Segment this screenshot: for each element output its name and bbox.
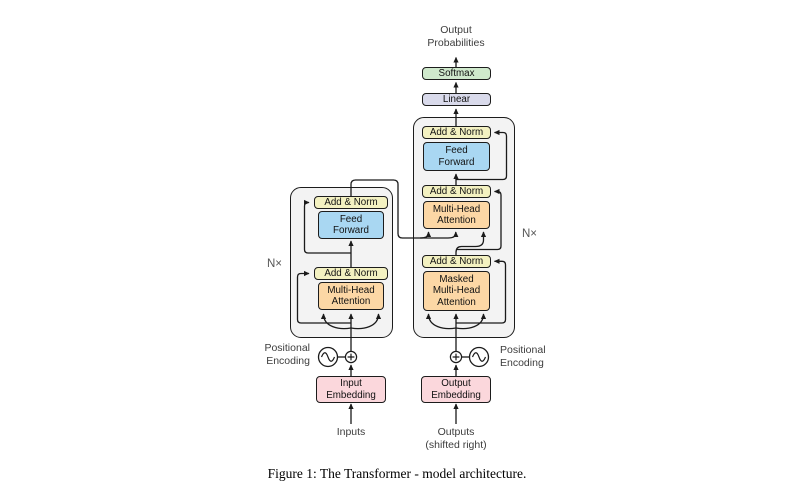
encoder-feed-forward-box: Feed Forward <box>318 211 384 239</box>
encoder-add-norm-bottom: Add & Norm <box>314 267 388 280</box>
decoder-add-norm-bottom: Add & Norm <box>422 255 491 268</box>
encoder-flow-lines <box>296 179 459 424</box>
decoder-feed-forward-box: Feed Forward <box>423 142 490 171</box>
input-embedding-box: Input Embedding <box>316 376 386 403</box>
encoder-add-norm-top: Add & Norm <box>314 196 388 209</box>
positional-encoding-label-right: Positional Encoding <box>500 344 546 369</box>
add-icon-right <box>449 350 470 364</box>
decoder-flow-lines <box>425 56 508 424</box>
encoder-n-times-label: N× <box>266 258 282 270</box>
outputs-label: Outputs (shifted right) <box>425 426 487 451</box>
positional-encoding-icon-left <box>317 346 346 368</box>
decoder-masked-multi-head-attention-box: Masked Multi-Head Attention <box>423 271 490 311</box>
inputs-label: Inputs <box>336 426 366 438</box>
decoder-multi-head-attention-box: Multi-Head Attention <box>423 201 490 229</box>
output-probabilities-label: Output Probabilities <box>427 24 485 49</box>
softmax-box: Softmax <box>422 67 491 80</box>
decoder-n-times-label: N× <box>522 228 538 240</box>
decoder-add-norm-top: Add & Norm <box>422 126 491 139</box>
positional-encoding-icon-right <box>468 346 490 368</box>
figure-caption: Figure 1: The Transformer - model archit… <box>267 466 527 481</box>
add-icon-left <box>344 350 358 364</box>
positional-encoding-label-left: Positional Encoding <box>264 342 310 367</box>
decoder-add-norm-middle: Add & Norm <box>422 185 491 198</box>
output-embedding-box: Output Embedding <box>421 376 491 403</box>
encoder-multi-head-attention-box: Multi-Head Attention <box>318 282 384 310</box>
linear-box: Linear <box>422 93 491 106</box>
